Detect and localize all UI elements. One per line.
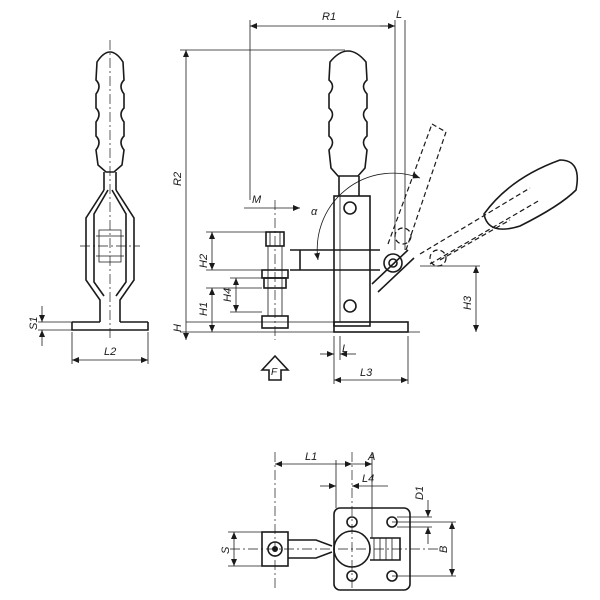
- clamp-body: [333, 195, 371, 327]
- label-H: H: [172, 324, 184, 332]
- label-L3: L3: [360, 367, 373, 379]
- side-handle-grip: [95, 51, 125, 173]
- label-H3: H3: [462, 295, 474, 310]
- label-F: F: [271, 367, 278, 378]
- label-plan-L4: L4: [362, 473, 374, 485]
- label-S1: S1: [28, 317, 40, 330]
- label-L2: L2: [104, 346, 116, 358]
- label-alpha: α: [311, 206, 318, 218]
- side-base: [71, 321, 149, 331]
- dimension-labels: R1 L R2 M α H2 H4 H1 H H3 S1 L2 L L3 F L…: [28, 9, 474, 554]
- label-plan-B: B: [438, 546, 450, 553]
- handle-grip: [328, 50, 368, 177]
- label-R2: R2: [172, 172, 184, 186]
- open-position-outline: [387, 123, 579, 267]
- front-view: [180, 20, 579, 384]
- force-arrow: [260, 354, 290, 381]
- label-plan-L1: L1: [305, 451, 317, 463]
- plan-arm: [288, 539, 333, 559]
- side-view: [38, 40, 149, 364]
- base-plate: [333, 321, 409, 333]
- label-plan-A: A: [367, 451, 375, 463]
- label-plan-S: S: [220, 546, 232, 554]
- label-M: M: [252, 194, 262, 206]
- alpha-arc: [314, 172, 421, 261]
- side-arms: [85, 189, 135, 322]
- label-H1: H1: [198, 302, 210, 316]
- label-H4: H4: [222, 288, 234, 302]
- label-H2: H2: [198, 254, 210, 268]
- label-L-bottom: L: [342, 343, 348, 355]
- label-plan-D1: D1: [414, 486, 426, 500]
- plan-view: [228, 452, 456, 591]
- label-L-top: L: [396, 9, 402, 21]
- clamp-arm: [290, 249, 380, 271]
- label-R1: R1: [322, 11, 336, 23]
